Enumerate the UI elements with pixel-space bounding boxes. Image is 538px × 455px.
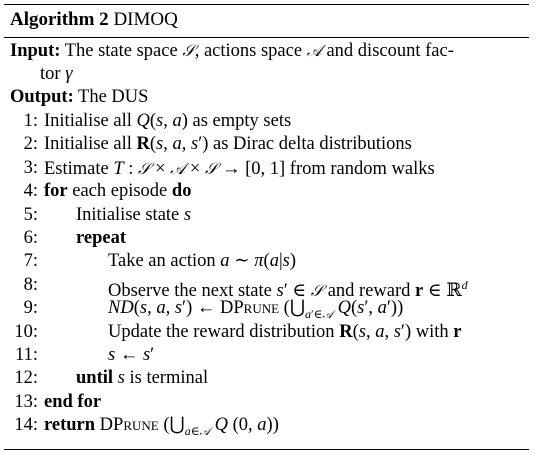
- line-text: Initialise state s: [76, 204, 192, 225]
- bottom-rule: [4, 449, 529, 450]
- top-rule: [4, 4, 529, 5]
- algo-line-8: 8: Observe the next state s′ ∈ 𝒮 and rew…: [4, 274, 529, 301]
- output-block: Output: The DUS: [4, 86, 529, 109]
- line-number: 5:: [23, 204, 38, 225]
- line-text: return DPrune (⋃a∈𝒜 Q (0, a)): [44, 415, 279, 438]
- algorithm-body: 1: Initialise all Q(s, a) as empty sets …: [4, 110, 529, 438]
- input-text-d: tor: [40, 64, 66, 84]
- algo-line-5: 5: Initialise state s: [4, 204, 529, 227]
- output-label: Output:: [10, 87, 74, 107]
- input-block: Input: The state space 𝒮, actions space …: [4, 38, 529, 86]
- input-label: Input:: [10, 41, 61, 61]
- line-text: end for: [44, 391, 102, 412]
- line-number: 6:: [23, 227, 38, 248]
- action-space-symbol: 𝒜: [306, 41, 322, 60]
- input-continuation: tor γ: [10, 63, 529, 86]
- algo-line-14: 14: return DPrune (⋃a∈𝒜 Q (0, a)): [4, 414, 529, 438]
- line-number: 1:: [23, 111, 38, 131]
- header-rule: [4, 37, 529, 38]
- algo-line-11: 11: s ← s′: [4, 344, 529, 367]
- input-text-a: The state space: [64, 41, 183, 61]
- algo-line-10: 10: Update the reward distribution R(s, …: [4, 321, 529, 344]
- algo-line-12: 12: until s is terminal: [4, 367, 529, 390]
- line-text: ND(s, a, s′) ← DPrune (⋃a′∈𝒜 Q(s′, a′)): [108, 298, 404, 321]
- line-text: until s is terminal: [76, 368, 209, 389]
- algo-line-1: 1: Initialise all Q(s, a) as empty sets: [4, 110, 529, 133]
- line-text: Initialise all Q(s, a) as empty sets: [44, 111, 292, 131]
- algorithm-box: Algorithm 2 DIMOQ Input: The state space…: [4, 4, 529, 438]
- gamma-symbol: γ: [65, 64, 73, 84]
- algo-line-2: 2: Initialise all R(s, a, s′) as Dirac d…: [4, 133, 529, 156]
- line-number: 3:: [23, 157, 38, 178]
- line-text: Initialise all R(s, a, s′) as Dirac delt…: [44, 134, 412, 155]
- algo-line-4: 4: for each episode do: [4, 180, 529, 203]
- line-number: 13:: [14, 391, 38, 412]
- line-number: 12:: [14, 368, 38, 389]
- output-text: The DUS: [78, 87, 149, 107]
- line-number: 2:: [23, 134, 38, 155]
- input-text-b: , actions space: [194, 41, 307, 61]
- algo-line-13: 13: end for: [4, 391, 529, 414]
- line-number: 7:: [23, 251, 38, 272]
- line-text: for each episode do: [44, 181, 192, 202]
- algo-line-6: 6: repeat: [4, 227, 529, 250]
- line-number: 14:: [14, 415, 38, 436]
- line-text: Update the reward distribution R(s, a, s…: [108, 321, 462, 342]
- line-text: repeat: [76, 227, 126, 248]
- line-number: 11:: [15, 344, 38, 365]
- algo-line-7: 7: Take an action a ∼ π(a|s): [4, 250, 529, 273]
- line-text: Observe the next state s′ ∈ 𝒮 and reward…: [108, 277, 468, 301]
- line-number: 4:: [23, 181, 38, 202]
- line-text: s ← s′: [108, 344, 155, 365]
- algorithm-title: Algorithm 2 DIMOQ: [4, 5, 529, 37]
- line-number: 10:: [14, 321, 38, 342]
- line-text: Take an action a ∼ π(a|s): [108, 251, 297, 272]
- line-number: 8:: [23, 274, 38, 295]
- state-space-symbol: 𝒮: [182, 41, 195, 60]
- algo-line-9: 9: ND(s, a, s′) ← DPrune (⋃a′∈𝒜 Q(s′, a′…: [4, 297, 529, 321]
- algorithm-label: Algorithm 2: [10, 9, 109, 30]
- line-number: 9:: [23, 298, 38, 319]
- algo-line-3: 3: Estimate T : 𝒮 × 𝒜 × 𝒮 → [0, 1] from …: [4, 157, 529, 180]
- input-text-c: and discount fac-: [321, 41, 454, 61]
- algorithm-name: DIMOQ: [113, 9, 178, 30]
- line-text: Estimate T : 𝒮 × 𝒜 × 𝒮 → [0, 1] from ran…: [44, 158, 435, 179]
